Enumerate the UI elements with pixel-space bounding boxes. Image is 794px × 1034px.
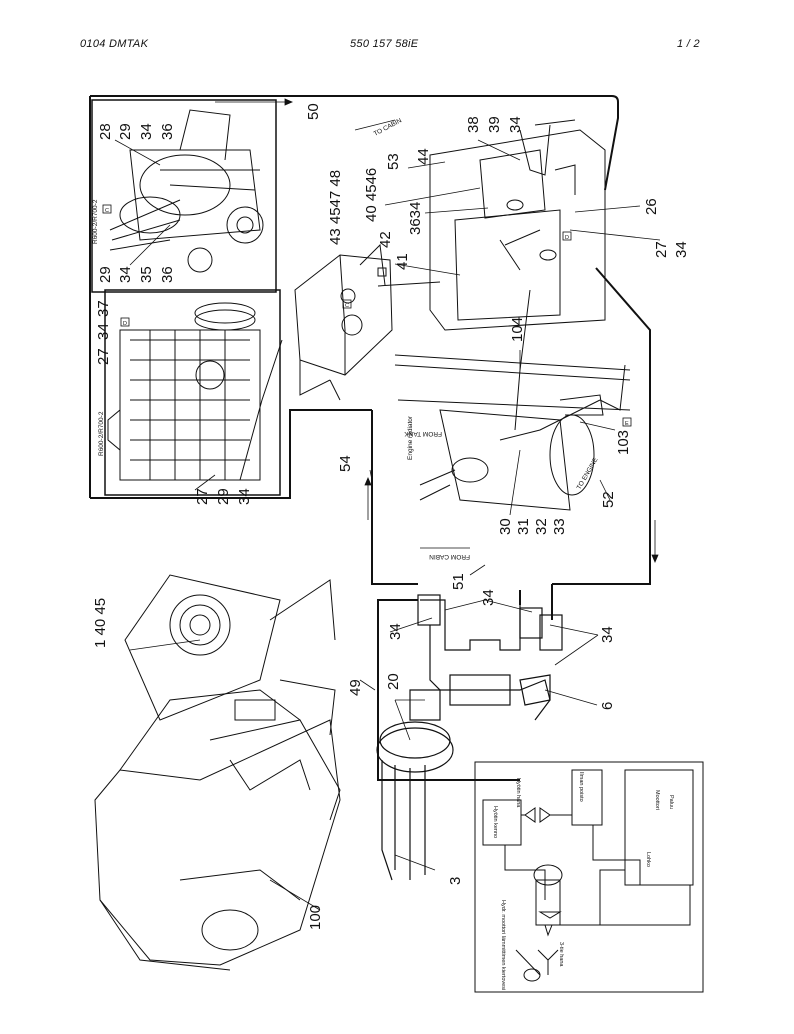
callout-103: 103: [615, 430, 632, 455]
heater-unit: [294, 243, 441, 401]
callout-29-c: 29: [215, 488, 232, 505]
callout-26: 26: [643, 198, 660, 215]
ilman-poisto-label: Ilman poisto: [578, 772, 584, 802]
engine-code-a: R600-2/R700-2: [92, 199, 99, 244]
callout-37: 37: [95, 300, 112, 317]
callout-29-a: 29: [117, 123, 134, 140]
callout-28: 28: [97, 123, 114, 140]
lammitin-label: Hydr. moottori lämmittimen kiertovesi: [500, 900, 506, 990]
callout-35: 35: [138, 266, 155, 283]
callout-34-a: 34: [138, 123, 155, 140]
lohko-label: Lohko: [645, 852, 651, 867]
hyotin-kenno-label: Hyötin kenno: [492, 806, 498, 838]
callout-30: 30: [497, 518, 514, 535]
callout-41: 41: [394, 253, 411, 270]
from-cabin-label: FROM CABIN: [429, 553, 470, 560]
valve-group: [376, 594, 563, 881]
header-center: 550 157 58iE: [350, 38, 419, 50]
callout-29-b: 29: [97, 266, 114, 283]
callout-numbers: 50 28 29 34 36 38 39 34 53 44 43 4547 48…: [92, 103, 690, 930]
callout-34-d: 34: [117, 266, 134, 283]
engine-code-b: R600-2/R700-2: [98, 411, 105, 456]
kolmitie-hana-label: 3-tie hana: [558, 942, 564, 967]
callout-53: 53: [385, 153, 402, 170]
callout-34-c: 34: [673, 241, 690, 258]
moottori-label: Moottori: [654, 790, 660, 810]
callout-104: 104: [509, 317, 526, 342]
callout-34-b: 34: [507, 116, 524, 133]
box-label-c-2: C: [345, 303, 349, 309]
callout-31: 31: [515, 518, 532, 535]
from-tank-label: FROM TANK: [404, 430, 442, 437]
engine-detail-a: [91, 99, 281, 496]
cabin-heater-assembly: [429, 119, 606, 331]
engine-detail-b: [107, 302, 283, 481]
callout-27-a: 27: [653, 241, 670, 258]
header-page-number: 1 / 2: [677, 38, 700, 50]
callout-50: 50: [305, 103, 322, 120]
callout-49: 49: [347, 679, 364, 696]
callout-27-c: 27: [194, 488, 211, 505]
callout-20: 20: [385, 673, 402, 690]
hyotin-hana-label: Hyötin hana: [515, 778, 521, 808]
callout-36-a: 36: [159, 123, 176, 140]
paluu-label: Paluu: [668, 795, 674, 809]
callout-3: 3: [447, 877, 464, 885]
leader-lines: [114, 139, 661, 911]
machine-body: [94, 574, 341, 971]
box-label-d-2: D: [565, 235, 569, 241]
to-cabin-label: TO CABIN: [373, 117, 404, 138]
callout-39: 39: [486, 116, 503, 133]
callout-34-g: 34: [387, 623, 404, 640]
callout-100: 100: [307, 905, 324, 930]
callout-54: 54: [337, 455, 354, 472]
callout-40-45-46: 40 4546: [363, 168, 380, 222]
callout-51: 51: [450, 573, 467, 590]
callout-36-b: 36: [159, 266, 176, 283]
callout-43-45-47-48: 43 4547 48: [327, 170, 344, 245]
box-label-d-1: D: [123, 321, 127, 327]
callout-33: 33: [551, 518, 568, 535]
schematic-diagram: [474, 761, 704, 993]
callout-34-h: 34: [480, 589, 497, 606]
callout-52: 52: [600, 491, 617, 508]
callout-42: 42: [377, 231, 394, 248]
callout-44: 44: [415, 148, 432, 165]
box-label-c-1: C: [105, 208, 109, 214]
callout-36-34: 3634: [407, 202, 424, 235]
box-label-e: E: [625, 421, 629, 427]
callout-34-f: 34: [236, 488, 253, 505]
callout-38: 38: [465, 116, 482, 133]
engine-radiator-label: Engine radiator: [407, 415, 414, 460]
header-left: 0104 DMTAK: [80, 38, 149, 50]
callout-34-e: 34: [95, 323, 112, 340]
callout-1-40-45: 1 40 45: [92, 598, 109, 648]
callout-34-i: 34: [599, 626, 616, 643]
callout-6: 6: [599, 702, 616, 710]
flow-arrows: [215, 98, 659, 564]
to-engine-label: TO ENGINE: [576, 456, 600, 491]
hose-routing-lines: [89, 95, 651, 781]
callout-32: 32: [533, 518, 550, 535]
callout-27-b: 27: [95, 348, 112, 365]
